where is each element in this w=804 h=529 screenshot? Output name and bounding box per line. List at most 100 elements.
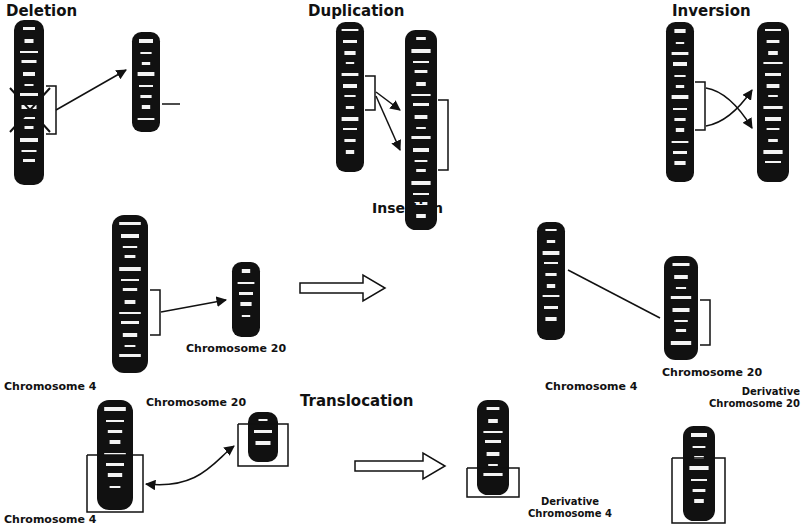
chromosome-band xyxy=(346,150,354,154)
chromosome-band xyxy=(767,84,780,88)
chromosome-label: Chromosome 20 xyxy=(186,342,286,355)
chromosome-band xyxy=(415,160,428,162)
chromosome-body xyxy=(132,32,160,132)
chromosome-band xyxy=(691,479,707,481)
hollow-arrow xyxy=(300,275,385,301)
chromosome-band xyxy=(544,306,558,309)
chromosome-band xyxy=(20,138,38,142)
chromosome xyxy=(14,20,44,185)
chromosome-band xyxy=(545,317,556,321)
chromosome-band xyxy=(413,61,429,63)
chromosome-body xyxy=(664,256,698,360)
chromosome-band xyxy=(121,279,139,281)
chromosome-body xyxy=(537,222,565,340)
chromosome-band xyxy=(674,118,685,121)
chromosome-band xyxy=(547,240,555,243)
segment-bracket xyxy=(438,100,448,170)
chromosome-band xyxy=(689,466,708,470)
chromosome-body xyxy=(336,22,364,172)
chromosome-band xyxy=(138,72,155,76)
segment-box xyxy=(238,424,288,466)
section-heading: Translocation xyxy=(300,392,413,410)
chromosome-band xyxy=(765,73,781,76)
chromosome-band xyxy=(119,354,141,357)
chromosome-band xyxy=(411,94,430,96)
chromosome-band xyxy=(483,473,502,476)
chromosome-body xyxy=(248,412,278,462)
chromosome-band xyxy=(545,273,556,276)
chromosome-band xyxy=(139,85,153,87)
chromosome-band xyxy=(119,222,141,225)
section-heading: Inversion xyxy=(672,2,751,20)
chromosome xyxy=(664,256,698,360)
chromosome-band xyxy=(123,333,137,337)
arrow xyxy=(706,90,752,126)
chromosome-band xyxy=(343,40,357,43)
chromosome-band xyxy=(767,128,780,130)
chromosome-band xyxy=(765,29,781,31)
arrow xyxy=(376,92,400,110)
chromosome-band xyxy=(121,234,139,238)
chromosome-band xyxy=(676,287,686,289)
chromosome-band xyxy=(673,108,687,110)
chromosome-band xyxy=(545,229,556,231)
chromosome-band xyxy=(544,262,558,264)
chromosome-band xyxy=(343,128,357,130)
chromosome-band xyxy=(547,284,555,288)
chromosome-band xyxy=(768,139,778,142)
insertion-line xyxy=(568,270,660,318)
chromosome-band xyxy=(413,193,429,195)
chromosome-band xyxy=(119,312,141,314)
chromosome-band xyxy=(23,117,35,119)
chromosome-band xyxy=(342,29,359,31)
chromosome-band xyxy=(342,117,359,121)
chromosome-band xyxy=(765,161,781,163)
chromosome xyxy=(112,215,148,373)
chromosome-band xyxy=(415,70,428,73)
chromosome-band xyxy=(693,489,706,492)
chromosome-band xyxy=(411,136,430,139)
chromosome-band xyxy=(344,95,355,97)
chromosome-band xyxy=(416,169,426,172)
chromosome-band xyxy=(254,430,272,433)
segment-box xyxy=(467,468,519,497)
section-heading: Duplication xyxy=(308,2,404,20)
arrow xyxy=(146,446,234,485)
chromosome-band xyxy=(25,84,34,86)
chromosome-label: Chromosome 20 xyxy=(662,366,762,379)
chromosome-band xyxy=(485,440,501,443)
chromosome-body xyxy=(232,262,260,337)
chromosome-band xyxy=(415,115,428,119)
segment-box xyxy=(672,458,725,523)
chromosome xyxy=(757,22,789,182)
chromosome-band xyxy=(416,127,426,129)
chromosome-band xyxy=(763,150,782,154)
chromosome-band xyxy=(23,159,35,162)
chromosome-band xyxy=(123,288,137,291)
chromosome-band xyxy=(239,292,253,295)
segment-bracket xyxy=(365,76,375,110)
chromosome-band xyxy=(411,181,430,185)
drawing xyxy=(10,20,789,523)
chromosome-band xyxy=(140,95,151,98)
chromosome-band xyxy=(671,296,691,299)
arrow xyxy=(376,96,400,150)
arrow xyxy=(56,70,126,110)
chromosome-band xyxy=(140,52,151,54)
chromosome-band xyxy=(487,452,500,456)
chromosome-band xyxy=(256,441,271,445)
chromosome-band xyxy=(139,39,153,43)
chromosome-band xyxy=(483,431,502,433)
chromosome-band xyxy=(121,321,139,324)
chromosome-band xyxy=(488,419,498,423)
chromosome-band xyxy=(110,486,121,488)
chromosome-band xyxy=(487,407,500,410)
chromosome xyxy=(537,222,565,340)
chromosome-band xyxy=(488,464,498,466)
chromosome-band xyxy=(672,95,689,99)
chromosome-label: Chromosome 20 xyxy=(146,396,246,409)
chromosome-band xyxy=(106,420,124,422)
chromosome-band xyxy=(20,51,38,53)
